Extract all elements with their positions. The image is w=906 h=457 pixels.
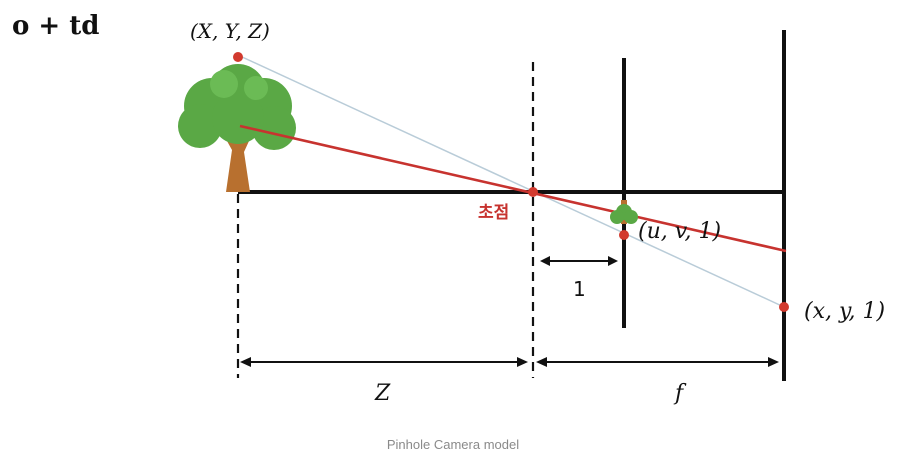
depth-label: Z bbox=[374, 381, 391, 406]
unit-distance-label: 1 bbox=[573, 277, 586, 301]
pinhole-camera-diagram: o + td (X, Y, Z) 초점 bbox=[12, 11, 885, 406]
normalized-point-label: (u, v, 1) bbox=[638, 219, 721, 244]
image-point-label: (x, y, 1) bbox=[804, 299, 885, 324]
depth-arrow bbox=[240, 357, 528, 367]
tree-icon bbox=[178, 64, 296, 192]
focal-point-dot bbox=[528, 187, 538, 197]
unit-distance-arrow bbox=[540, 256, 618, 266]
normalized-point-dot bbox=[619, 230, 629, 240]
projection-line bbox=[239, 55, 785, 308]
focal-point-label: 초점 bbox=[478, 203, 509, 223]
focal-length-arrow bbox=[536, 357, 779, 367]
ray-equation-label: o + td bbox=[12, 11, 99, 41]
figure-caption: Pinhole Camera model bbox=[386, 437, 520, 452]
image-point-dot bbox=[779, 302, 789, 312]
projected-tree-icon bbox=[610, 200, 638, 224]
world-point-dot bbox=[233, 52, 243, 62]
world-point-label: (X, Y, Z) bbox=[190, 19, 270, 43]
focal-length-label: f bbox=[673, 381, 687, 406]
ray-line bbox=[239, 124, 787, 253]
